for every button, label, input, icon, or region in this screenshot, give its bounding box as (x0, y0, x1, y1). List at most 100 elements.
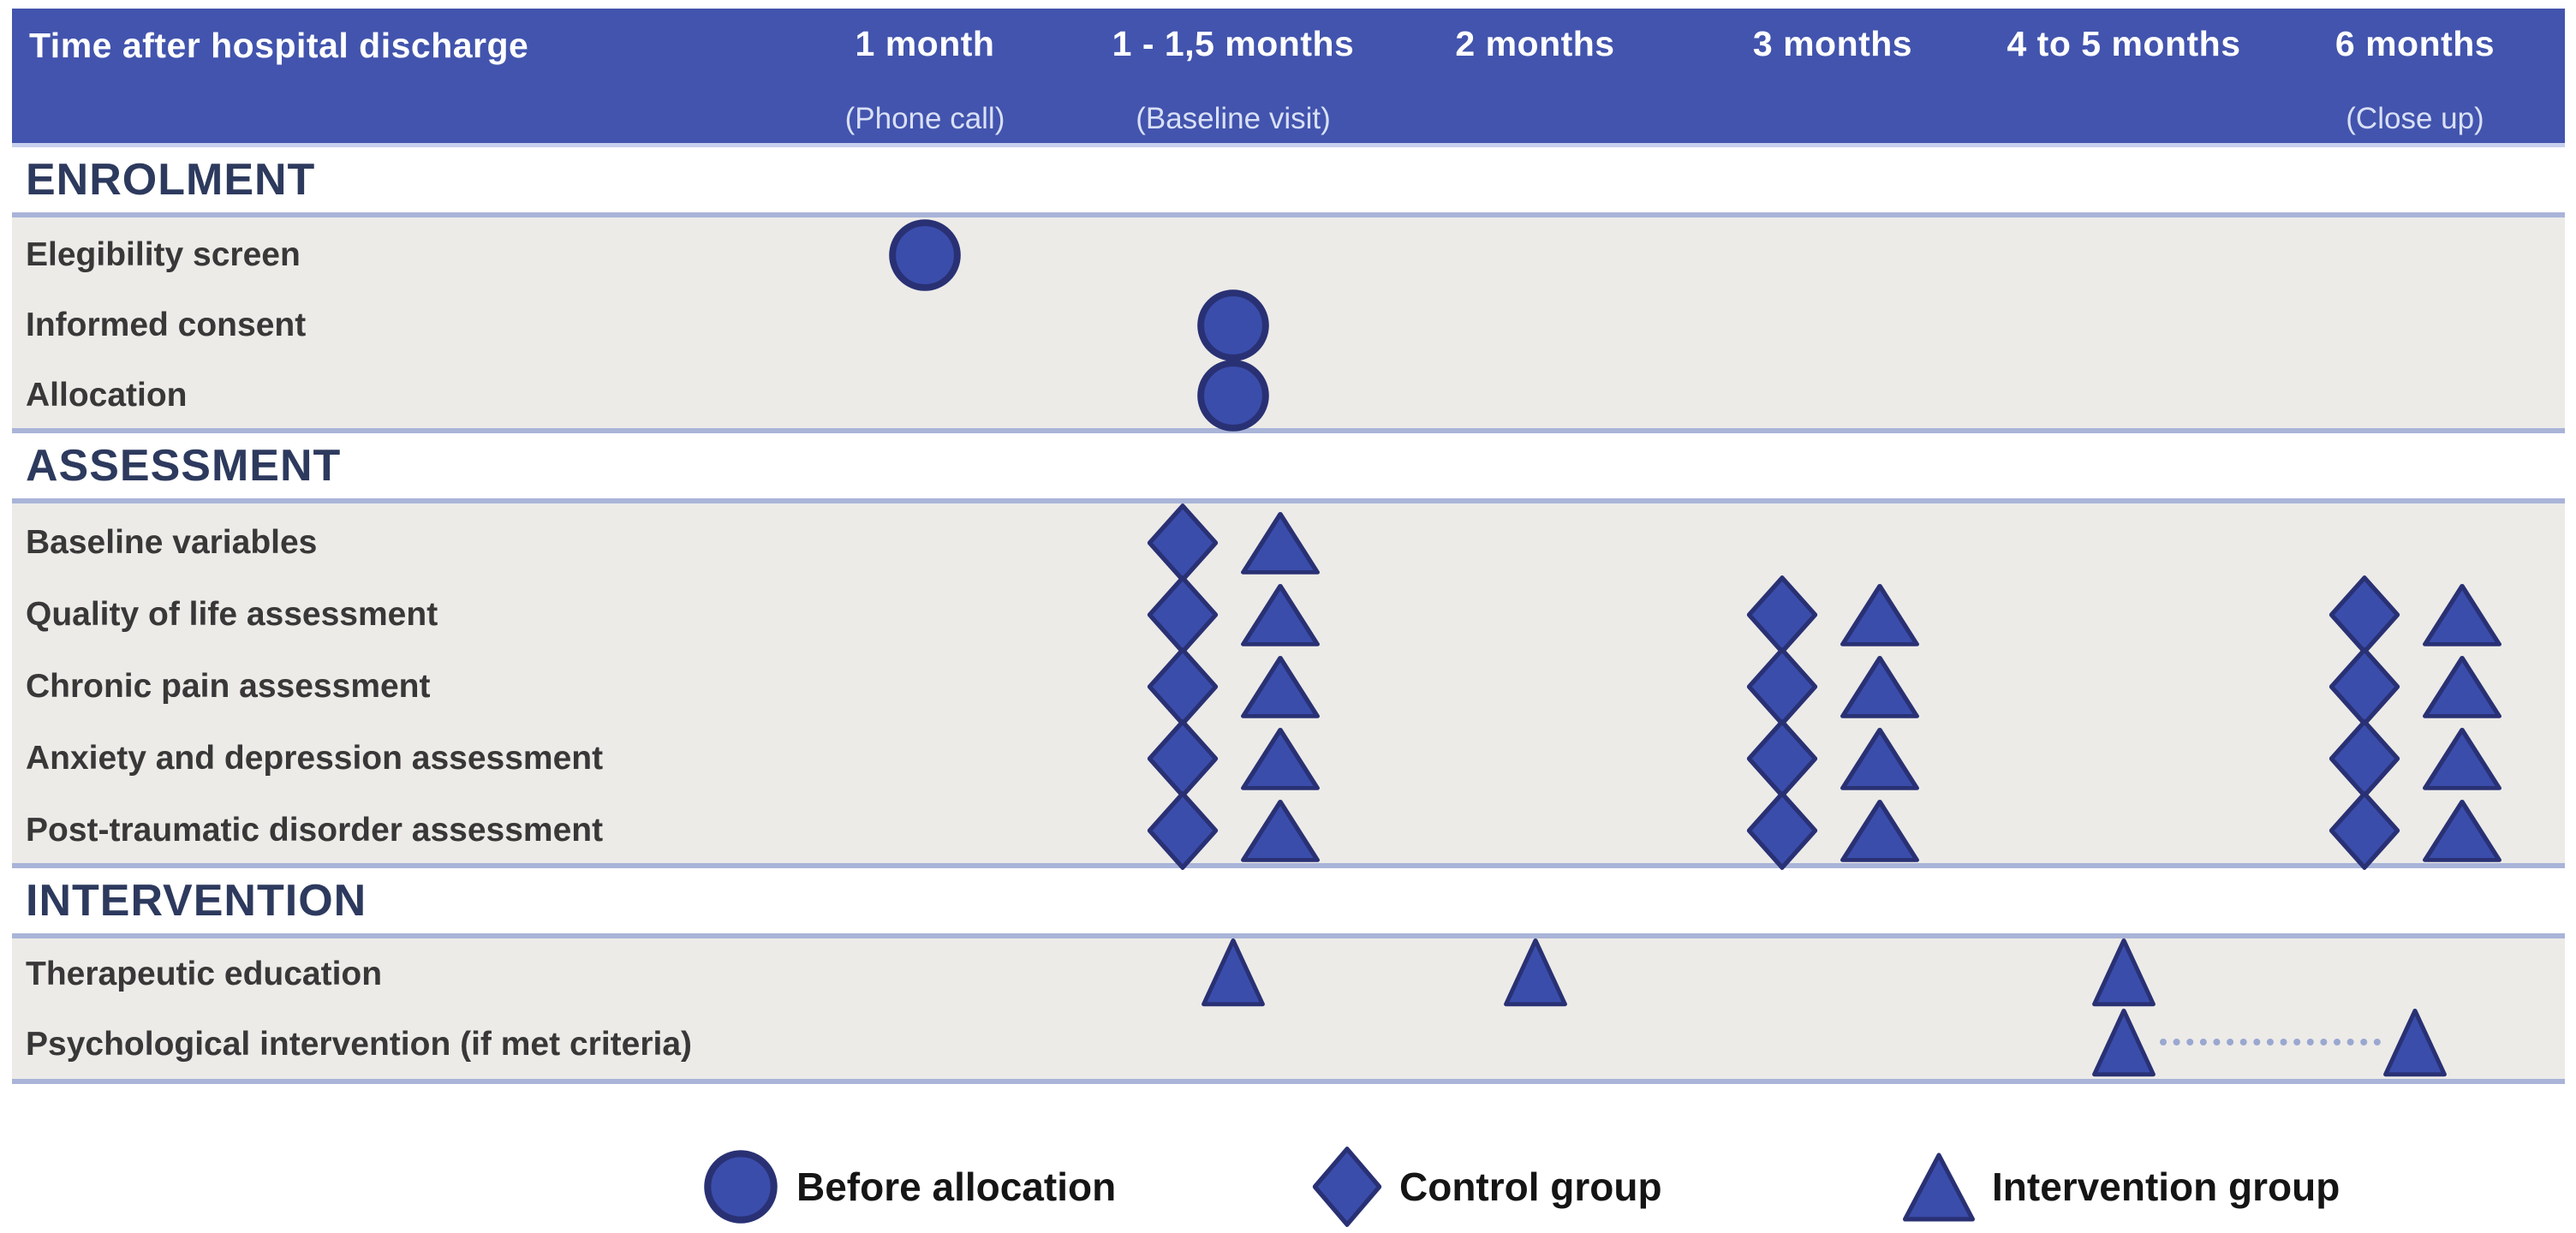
row-label-text: Anxiety and depression assessment (26, 740, 604, 777)
schedule-cell (1983, 358, 2265, 433)
triangle-marker (2423, 724, 2501, 793)
schedule-cell (1079, 1009, 1387, 1080)
schedule-cell (1983, 647, 2265, 726)
schedule-cell (1683, 288, 1983, 363)
column-header: 3 months (1683, 9, 1983, 143)
diamond-marker (2329, 719, 2400, 798)
schedule-cell (2265, 575, 2565, 654)
legend-item: Intervention group (1903, 1144, 2340, 1230)
schedule-cell (1387, 217, 1683, 293)
schedule-row: Baseline variables (12, 503, 2565, 582)
column-title: 6 months (2334, 24, 2496, 63)
schedule-cell (1683, 575, 1983, 654)
schedule-cell (1683, 647, 1983, 726)
schedule-cell (1983, 791, 2265, 870)
diamond-marker (2329, 791, 2400, 870)
row-label-text: Informed consent (26, 307, 307, 343)
triangle-marker (2423, 796, 2501, 865)
triangle-marker (1241, 652, 1320, 721)
schedule-cell (2265, 1009, 2565, 1080)
column-header: 6 months(Close up) (2265, 9, 2565, 143)
triangle-marker (1241, 796, 1320, 865)
circle-marker (702, 1148, 779, 1225)
column-title: 3 months (1752, 24, 1913, 63)
schedule-cell (2265, 288, 2565, 363)
triangle-marker (1500, 938, 1571, 1007)
row-label: Informed consent (12, 288, 771, 363)
diamond-marker (1147, 575, 1219, 654)
section-heading: ENROLMENT (26, 155, 316, 205)
schedule-cell (771, 503, 1079, 582)
schedule-cell (1683, 938, 1983, 1010)
schedule-cell (1079, 358, 1387, 433)
schedule-cell (1387, 1009, 1683, 1080)
schedule-cell (1387, 791, 1683, 870)
section-heading: INTERVENTION (26, 876, 367, 926)
diamond-marker (1312, 1147, 1382, 1227)
row-label-text: Psychological intervention (if met crite… (26, 1025, 693, 1063)
schedule-cell (1683, 358, 1983, 433)
schedule-cell (771, 358, 1079, 433)
column-header: 1 - 1,5 months (Baseline visit) (1079, 9, 1387, 143)
triangle-marker (2088, 1009, 2160, 1077)
diamond-marker (1147, 503, 1219, 582)
row-label-text: Allocation (26, 377, 188, 414)
schedule-cell (1387, 647, 1683, 726)
row-label-text: Elegibility screen (26, 236, 301, 273)
schedule-cell (1079, 791, 1387, 870)
header-row-label: Time after hospital discharge (29, 26, 529, 65)
row-label: Elegibility screen (12, 217, 771, 293)
schedule-cell (1079, 503, 1387, 582)
column-subtitle: (Phone call) (844, 102, 1005, 135)
schedule-cell (1387, 503, 1683, 582)
column-title: 1 - 1,5 months (1112, 24, 1355, 63)
schedule-cell (771, 791, 1079, 870)
schedule-cell (1079, 938, 1387, 1010)
legend-label: Control group (1399, 1164, 1662, 1209)
column-title: 2 months (1455, 24, 1615, 63)
schedule-cell (771, 647, 1079, 726)
legend-item: Before allocation (702, 1144, 1116, 1230)
schedule-cell (1387, 288, 1683, 363)
column-header: 2 months (1387, 9, 1683, 143)
diamond-marker (2329, 647, 2400, 726)
section-heading-row: INTERVENTION (12, 868, 2565, 938)
triangle-marker (2088, 938, 2160, 1007)
diamond-marker (1147, 719, 1219, 798)
triangle-marker (1840, 724, 1919, 793)
row-label: Baseline variables (12, 503, 771, 582)
schedule-cell (2265, 358, 2565, 433)
column-subtitle: (Baseline visit) (1136, 102, 1331, 135)
schedule-cell (1983, 1009, 2265, 1080)
schedule-row: Chronic pain assessment (12, 647, 2565, 726)
diamond-marker (1147, 791, 1219, 870)
schedule-row: Post-traumatic disorder assessment (12, 791, 2565, 870)
schedule-row: Therapeutic education (12, 938, 2565, 1009)
schedule-row: Allocation (12, 358, 2565, 432)
schedule-cell (771, 217, 1079, 293)
column-header: 4 to 5 months (1983, 9, 2265, 143)
diamond-marker (1147, 647, 1219, 726)
schedule-cell (1683, 503, 1983, 582)
row-label-text: Baseline variables (26, 524, 318, 561)
legend-label: Before allocation (796, 1164, 1117, 1209)
schedule-cell (771, 719, 1079, 798)
triangle-marker (1840, 796, 1919, 865)
schedule-cell (1079, 217, 1387, 293)
row-label: Post-traumatic disorder assessment (12, 791, 771, 870)
triangle-marker (1840, 581, 1919, 649)
triangle-marker (2423, 652, 2501, 721)
circle-marker (887, 217, 963, 293)
schedule-cell (1683, 217, 1983, 293)
schedule-cell (1983, 288, 2265, 363)
legend: Before allocation Control group Interventi… (12, 1144, 2565, 1230)
schedule-cell (2265, 791, 2565, 870)
column-title: 1 month (855, 24, 995, 63)
schedule-row: Anxiety and depression assessment (12, 719, 2565, 798)
diamond-marker (1746, 647, 1818, 726)
